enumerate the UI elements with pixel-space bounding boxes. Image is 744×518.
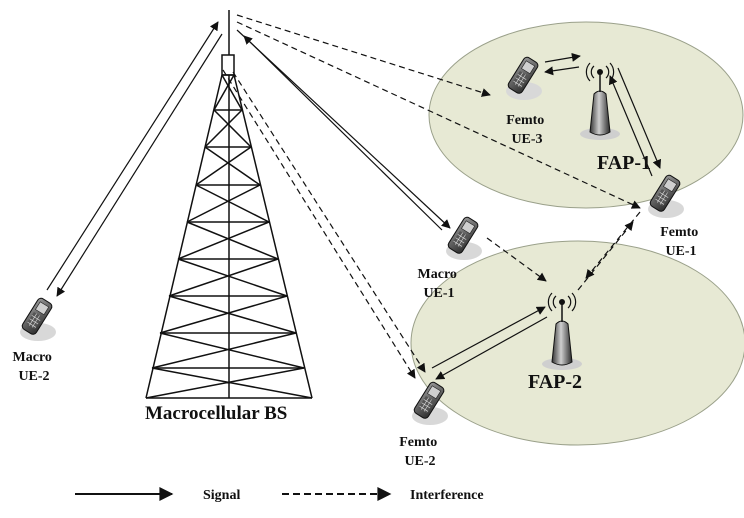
- legend-signal-label: Signal: [203, 488, 240, 503]
- fap-1-label: FAP-1: [597, 152, 651, 174]
- macro-bs-label: Macrocellular BS: [145, 403, 287, 424]
- macro-ue-1-phone-icon: [445, 215, 483, 261]
- legend-interference-label: Interference: [410, 488, 484, 503]
- femtocell-1-area: [428, 21, 744, 209]
- macro-tower-icon: [145, 10, 313, 399]
- femto-ue-3-label: Femto UE-3: [506, 113, 548, 147]
- femtocell-2-area: [410, 240, 744, 446]
- interference-arrows: [222, 14, 641, 379]
- macro-ue-2-phone-icon: [19, 296, 57, 342]
- macro-ue-1-label: Macro UE-1: [418, 267, 461, 301]
- femto-ue-2-label: Femto UE-2: [399, 435, 441, 469]
- fap-2-label: FAP-2: [528, 371, 582, 393]
- legend: Signal Interference: [75, 487, 484, 503]
- signal-arrows: [46, 21, 662, 380]
- femto-ue-1-label: Femto UE-1: [660, 225, 702, 259]
- macro-ue-2-label: Macro UE-2: [13, 350, 56, 384]
